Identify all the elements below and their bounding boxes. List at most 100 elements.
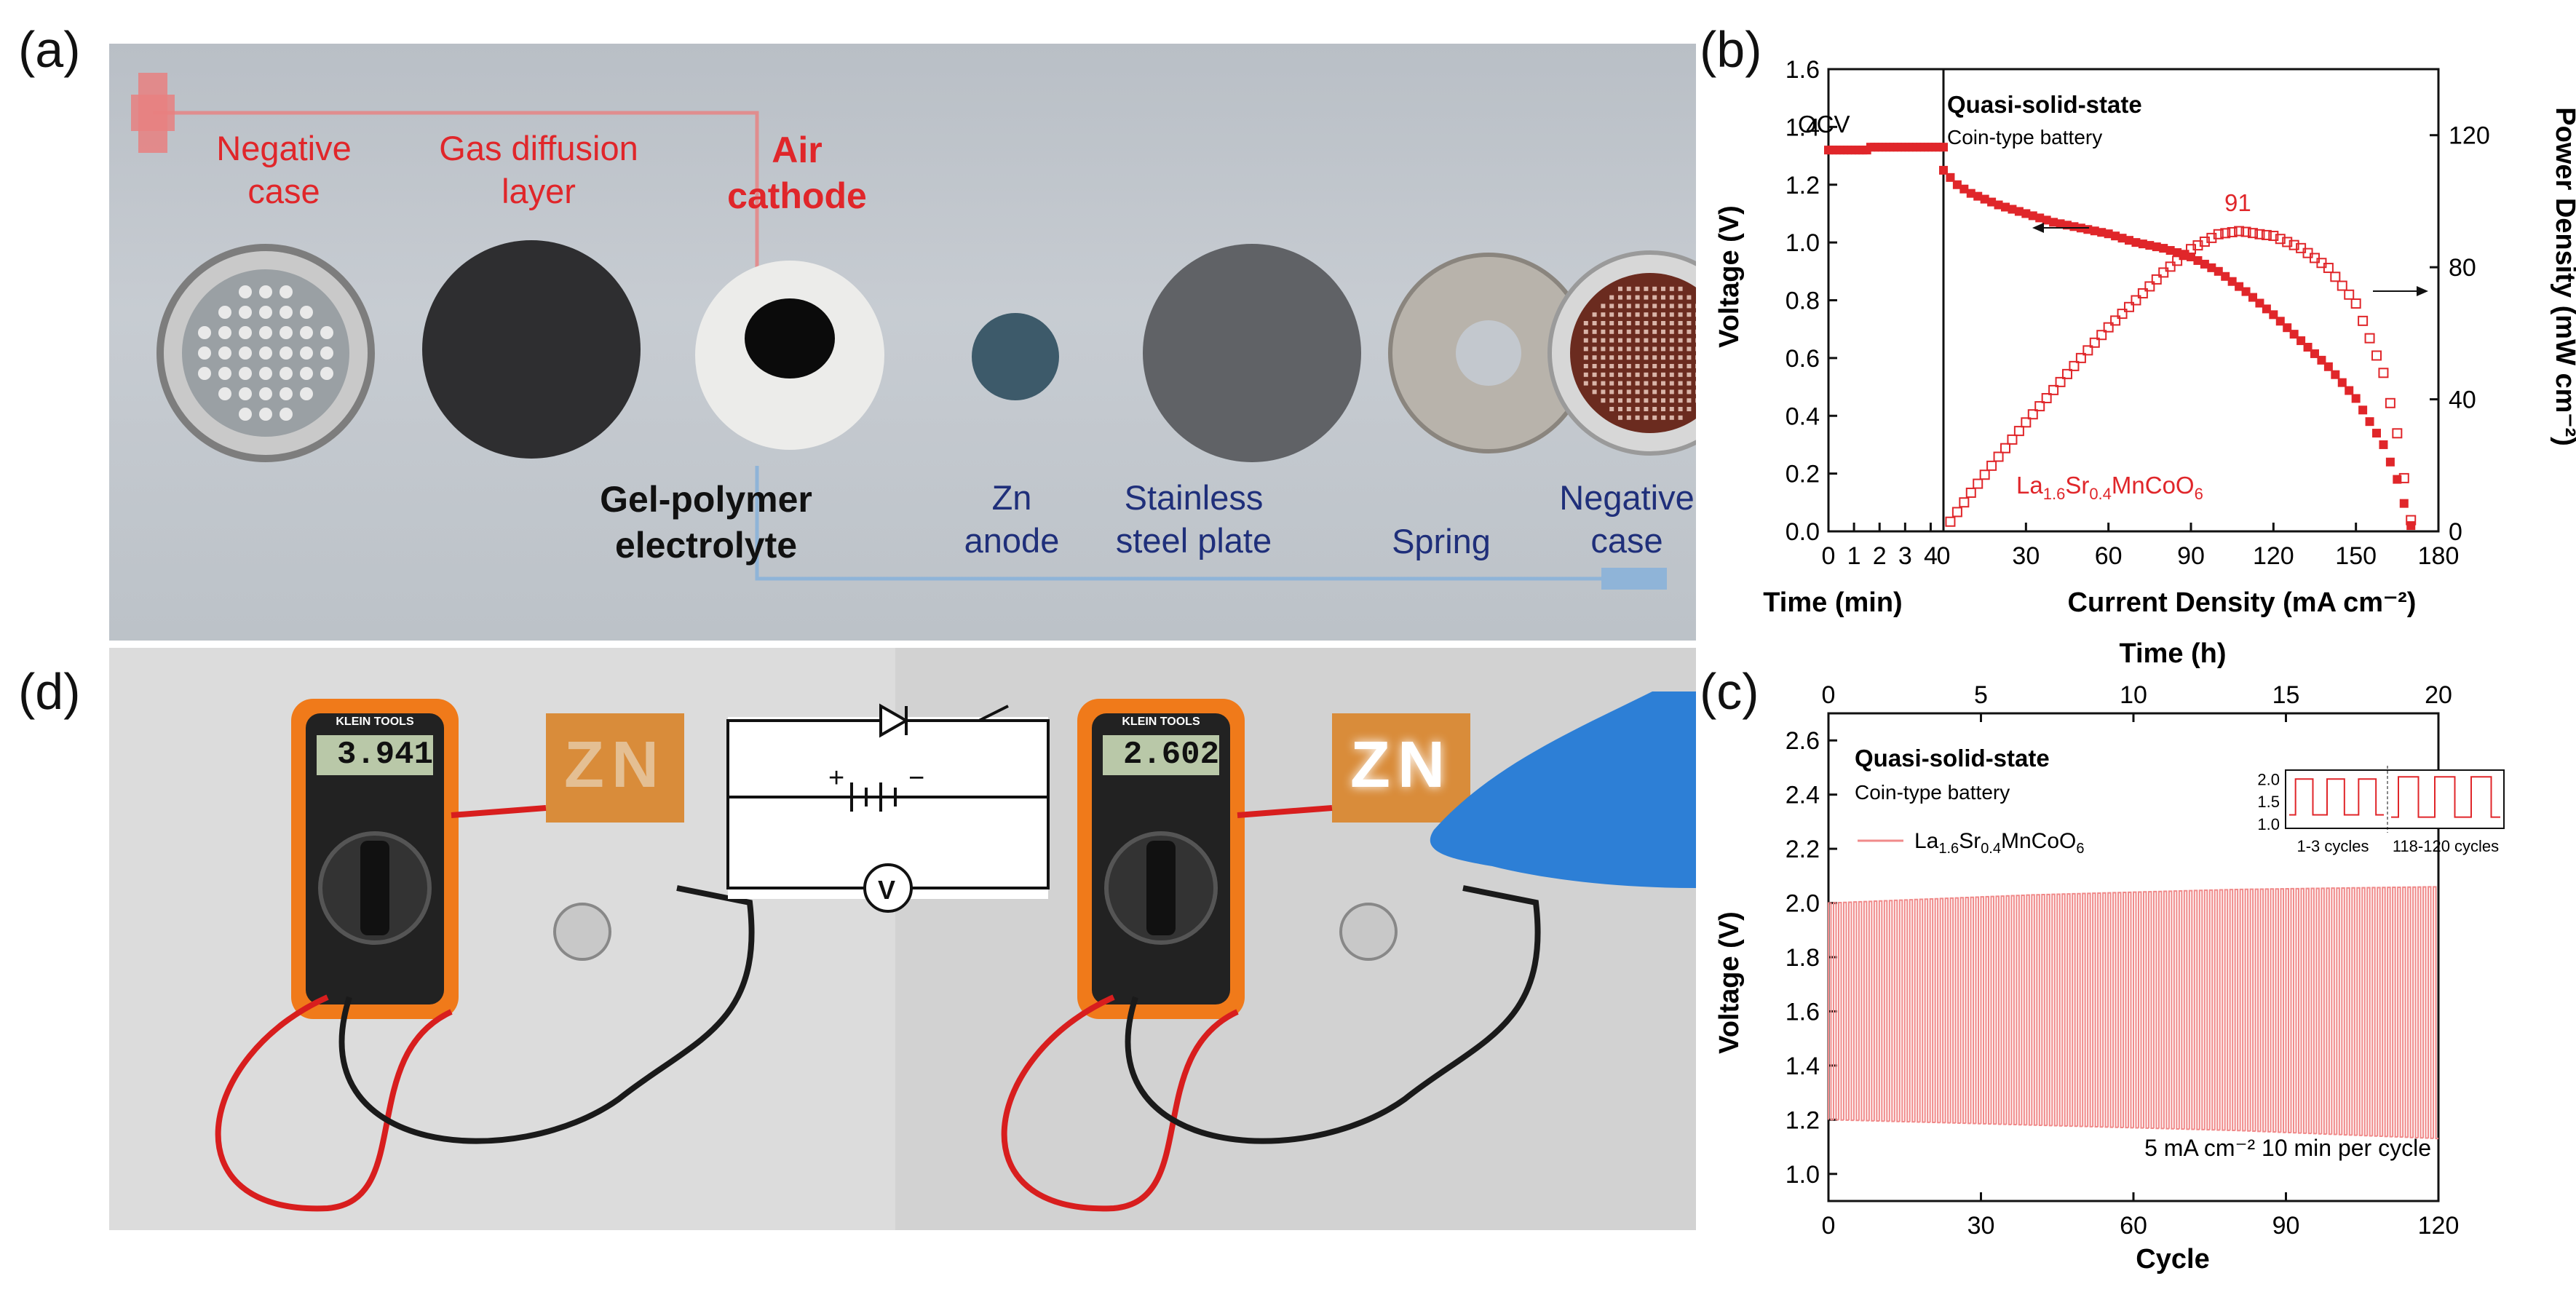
mesh-hole <box>239 306 252 319</box>
mesh-dot <box>1661 398 1665 403</box>
mesh-hole <box>280 306 293 319</box>
mesh-dot <box>1678 381 1683 386</box>
chart-c-ytick-label: 2.4 <box>1786 782 1820 809</box>
mesh-dot <box>1652 286 1657 291</box>
chart-b-ylabel-left: Voltage (V) <box>1714 205 1745 348</box>
mesh-dot <box>1592 312 1597 317</box>
panel-label-d: (d) <box>18 663 81 720</box>
chart-b-xtick-label-current: 90 <box>2177 542 2205 570</box>
chart-b-ytick-label-left: 1.6 <box>1786 56 1820 84</box>
panel-label-b: (b) <box>1700 21 1762 78</box>
mesh-dot <box>1592 338 1597 343</box>
mesh-hole <box>320 346 333 360</box>
mesh-hole <box>218 306 231 319</box>
chart-b-power-point <box>2110 315 2121 326</box>
chart-b-power-point <box>1973 478 1983 489</box>
mesh-dot <box>1644 312 1649 317</box>
mesh-dot <box>1601 364 1606 368</box>
mesh-dot <box>1687 338 1692 343</box>
mesh-dot <box>1687 321 1692 325</box>
chart-b-voltage-point <box>2008 205 2017 214</box>
chart-b-xtick-label-current: 120 <box>2253 542 2294 570</box>
chart-b-ytick-label-left: 0.0 <box>1786 518 1820 546</box>
chart-b-voltage-point <box>2235 282 2244 291</box>
chart-b-xtick-label-current: 30 <box>2012 542 2040 570</box>
chart-b-voltage-point <box>2001 202 2010 212</box>
mesh-dot <box>1635 312 1640 317</box>
chart-b-xtick-label-current: 180 <box>2418 542 2460 570</box>
chart-b-voltage-point <box>2262 304 2271 314</box>
chart-c-ylabel: Voltage (V) <box>1714 911 1745 1054</box>
chart-b-voltage-point <box>2379 440 2388 449</box>
chart-b-xtick-label-current: 60 <box>2095 542 2123 570</box>
chart-b-ytick-label-right: 0 <box>2449 518 2462 546</box>
chart-c-ytick-label: 1.8 <box>1786 944 1820 972</box>
chart-c-inset-ytick-label: 1.0 <box>2257 815 2280 833</box>
mesh-dot <box>1635 329 1640 334</box>
chart-b-xlabel-current: Current Density (mA cm⁻²) <box>2068 587 2417 618</box>
chart-b-voltage-point <box>2323 362 2333 371</box>
chart-b-power-point <box>2075 352 2086 363</box>
mesh-dot <box>1618 415 1622 420</box>
mesh-dot <box>1609 321 1614 325</box>
mesh-dot <box>1661 346 1665 352</box>
chart-b-voltage-point <box>2021 209 2031 218</box>
chart-b-voltage-point <box>2303 342 2313 352</box>
mesh-dot <box>1669 312 1674 317</box>
mesh-dot <box>1695 355 1696 360</box>
mesh-dot <box>1583 321 1588 325</box>
chart-b-voltage-point <box>2014 207 2024 216</box>
chart-b-ocv-label: OCV <box>1798 111 1850 138</box>
mesh-dot <box>1669 321 1674 325</box>
chart-b-power-point <box>2364 333 2375 344</box>
glove <box>1430 691 1696 888</box>
black-lead-right <box>1125 885 1541 1144</box>
mesh-dot <box>1661 389 1665 395</box>
chart-b-power-point <box>1986 460 1997 471</box>
meter-right-display: 2.602 <box>1103 735 1219 775</box>
chart-b-power-point <box>2392 428 2403 439</box>
mesh-hole <box>259 285 272 298</box>
mesh-dot <box>1601 321 1606 325</box>
mesh-dot <box>1618 364 1622 368</box>
mesh-dot <box>1635 338 1640 343</box>
mesh-dot <box>1687 295 1692 300</box>
chart-b-voltage-point <box>2275 317 2285 326</box>
chart-b-ylabel-right: Power Density (mW cm⁻²) <box>2550 107 2576 446</box>
mesh-dot <box>1644 381 1649 386</box>
mesh-dot <box>1652 407 1657 411</box>
chart-b-xtick-label-time: 2 <box>1873 542 1887 570</box>
chart-b-voltage-point <box>2193 255 2203 265</box>
chart-b-voltage-point <box>2331 370 2340 379</box>
mesh-dot <box>1652 415 1657 420</box>
mesh-dot <box>1644 364 1649 368</box>
chart-b-voltage-point <box>2358 405 2368 415</box>
mesh-hole <box>280 408 293 421</box>
mesh-dot <box>1669 286 1674 291</box>
mesh-dot <box>1644 338 1649 343</box>
chart-b-power-point <box>2337 280 2347 291</box>
chart-b-voltage-point <box>2310 349 2319 358</box>
mesh-hole <box>198 326 211 339</box>
mesh-dot <box>1583 355 1588 360</box>
mesh-dot <box>1669 364 1674 368</box>
chart-b-ytick-label-left: 0.6 <box>1786 345 1820 373</box>
mesh-dot <box>1678 295 1683 300</box>
mesh-dot <box>1652 321 1657 325</box>
chart-b-voltage-point <box>2152 242 2161 252</box>
coin-cell-right <box>1339 903 1398 961</box>
mesh-dot <box>1661 407 1665 411</box>
chart-b-frame <box>1827 68 2440 533</box>
meter-right-brand: KLEIN TOOLS <box>1122 716 1200 728</box>
mesh-dot <box>1592 355 1597 360</box>
mesh-dot <box>1592 329 1597 334</box>
mesh-dot <box>1635 295 1640 300</box>
mesh-dot <box>1592 381 1597 386</box>
chart-b-power-point <box>2213 229 2224 239</box>
chart-c-inset-curve <box>2289 776 2500 818</box>
mesh-dot <box>1644 389 1649 395</box>
chart-b-voltage-point <box>2269 310 2278 320</box>
chart-b-ytick-label-left: 0.2 <box>1786 461 1820 488</box>
mesh-dot <box>1678 321 1683 325</box>
